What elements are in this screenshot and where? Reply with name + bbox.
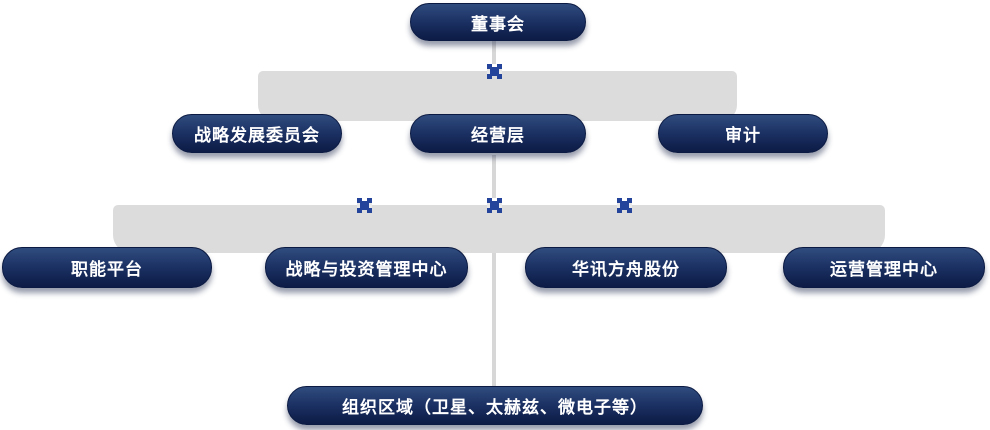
connector-band-level2 xyxy=(258,71,737,121)
connector-band-level3 xyxy=(113,205,885,253)
connector-line-management-to-region xyxy=(492,155,496,390)
org-node-operations-center: 运营管理中心 xyxy=(783,247,985,288)
cross-anchor-icon xyxy=(617,198,632,213)
org-node-audit: 审计 xyxy=(658,114,828,153)
org-node-management: 经营层 xyxy=(410,114,586,153)
org-node-org-region: 组织区域（卫星、太赫兹、微电子等） xyxy=(287,386,703,425)
cross-anchor-icon xyxy=(487,64,502,79)
org-node-strategy-investment: 战略与投资管理中心 xyxy=(265,247,468,288)
org-node-huaxun-fangzhou: 华讯方舟股份 xyxy=(525,247,727,288)
cross-anchor-icon xyxy=(357,198,372,213)
org-node-board: 董事会 xyxy=(410,3,586,41)
org-node-strategy-committee: 战略发展委员会 xyxy=(172,114,342,153)
org-node-functional-platform: 职能平台 xyxy=(2,247,212,288)
connector-line-board-to-band xyxy=(492,39,496,73)
cross-anchor-icon xyxy=(487,198,502,213)
